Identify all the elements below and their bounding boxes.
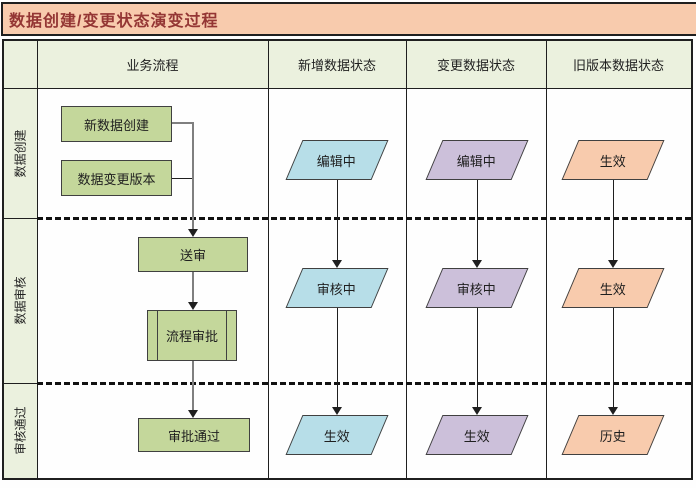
lane-label-review-passed: 审核通过: [3, 383, 37, 478]
state-old-history: 历史: [561, 415, 665, 455]
state-label: 编辑中: [317, 153, 357, 169]
lane-divider-2-dashed: [37, 382, 691, 385]
state-label: 生效: [323, 428, 350, 444]
lane-label-text: 审核通过: [13, 406, 28, 455]
lane-label-text: 数据创建: [13, 128, 28, 178]
state-label: 审核中: [317, 281, 357, 297]
connector-change-edit-to-review: [477, 180, 478, 261]
arrowhead-change-effective: [472, 407, 482, 415]
column-header-change-state: 变更数据状态: [436, 57, 515, 73]
process-box-submit-review: 送审: [138, 237, 248, 272]
state-change-editing: 编辑中: [425, 140, 529, 180]
connector-new-review-to-effective: [337, 308, 338, 408]
process-box-label: 流程审批: [165, 329, 218, 344]
state-new-effective: 生效: [285, 415, 389, 455]
column-divider-business: [268, 40, 269, 478]
column-header-old-state: 旧版本数据状态: [572, 57, 664, 73]
process-box-data-change-version: 数据变更版本: [61, 160, 172, 196]
state-old-effective-1: 生效: [561, 140, 665, 180]
lane-divider-2-label: [3, 383, 37, 384]
state-old-effective-2: 生效: [561, 268, 665, 308]
arrowhead-to-passed: [188, 410, 198, 418]
table-outer-border: [2, 39, 693, 480]
process-box-new-data-create: 新数据创建: [61, 106, 172, 142]
header-row-divider: [3, 88, 691, 89]
predefined-process-bar-right: [226, 311, 227, 360]
state-label: 生效: [599, 281, 626, 297]
connector-change-review-to-effective: [477, 308, 478, 408]
connector-new-edit-to-review: [337, 180, 338, 261]
connector-merge-to-submit: [192, 122, 194, 230]
lane-divider-1-label: [3, 218, 37, 219]
state-label: 历史: [599, 428, 626, 444]
column-divider-change-state: [546, 40, 547, 478]
column-header-new-state: 新增数据状态: [297, 57, 376, 73]
state-label: 生效: [599, 153, 626, 169]
process-box-workflow-approval: 流程审批: [147, 310, 237, 361]
header-row-background: [37, 40, 691, 88]
state-label: 审核中: [457, 281, 497, 297]
arrowhead-new-effective: [332, 407, 342, 415]
state-change-reviewing: 审核中: [425, 268, 529, 308]
state-new-editing: 编辑中: [285, 140, 389, 180]
connector-submit-to-approval: [192, 272, 194, 303]
predefined-process-bar-left: [157, 311, 158, 360]
arrowhead-old-effective: [608, 260, 618, 268]
lane-label-text: 数据审核: [13, 276, 28, 325]
state-label: 生效: [463, 428, 490, 444]
arrowhead-new-review: [332, 260, 342, 268]
lane-divider-1-dashed: [37, 217, 691, 220]
state-change-effective: 生效: [425, 415, 529, 455]
arrowhead-to-submit: [188, 229, 198, 237]
diagram-title-bar: 数据创建/变更状态演变过程: [1, 2, 696, 36]
column-header-business: 业务流程: [126, 57, 179, 73]
arrowhead-old-history: [608, 407, 618, 415]
lane-label-column-background: [3, 40, 37, 478]
arrowhead-to-approval: [188, 302, 198, 310]
connector-approval-to-passed: [192, 361, 194, 411]
lane-label-data-create: 数据创建: [3, 88, 37, 218]
connector-old-effective-to-effective: [613, 180, 614, 261]
connector-version-to-merge: [172, 178, 193, 179]
state-label: 编辑中: [457, 153, 497, 169]
column-divider-new-state: [406, 40, 407, 478]
connector-create-to-merge: [172, 122, 194, 124]
process-box-approval-passed: 审批通过: [138, 418, 250, 452]
diagram-title: 数据创建/变更状态演变过程: [9, 13, 219, 30]
arrowhead-change-review: [472, 260, 482, 268]
connector-old-effective-to-history: [613, 308, 614, 408]
state-new-reviewing: 审核中: [285, 268, 389, 308]
column-divider-labels: [37, 40, 38, 478]
lane-label-data-review: 数据审核: [3, 218, 37, 383]
